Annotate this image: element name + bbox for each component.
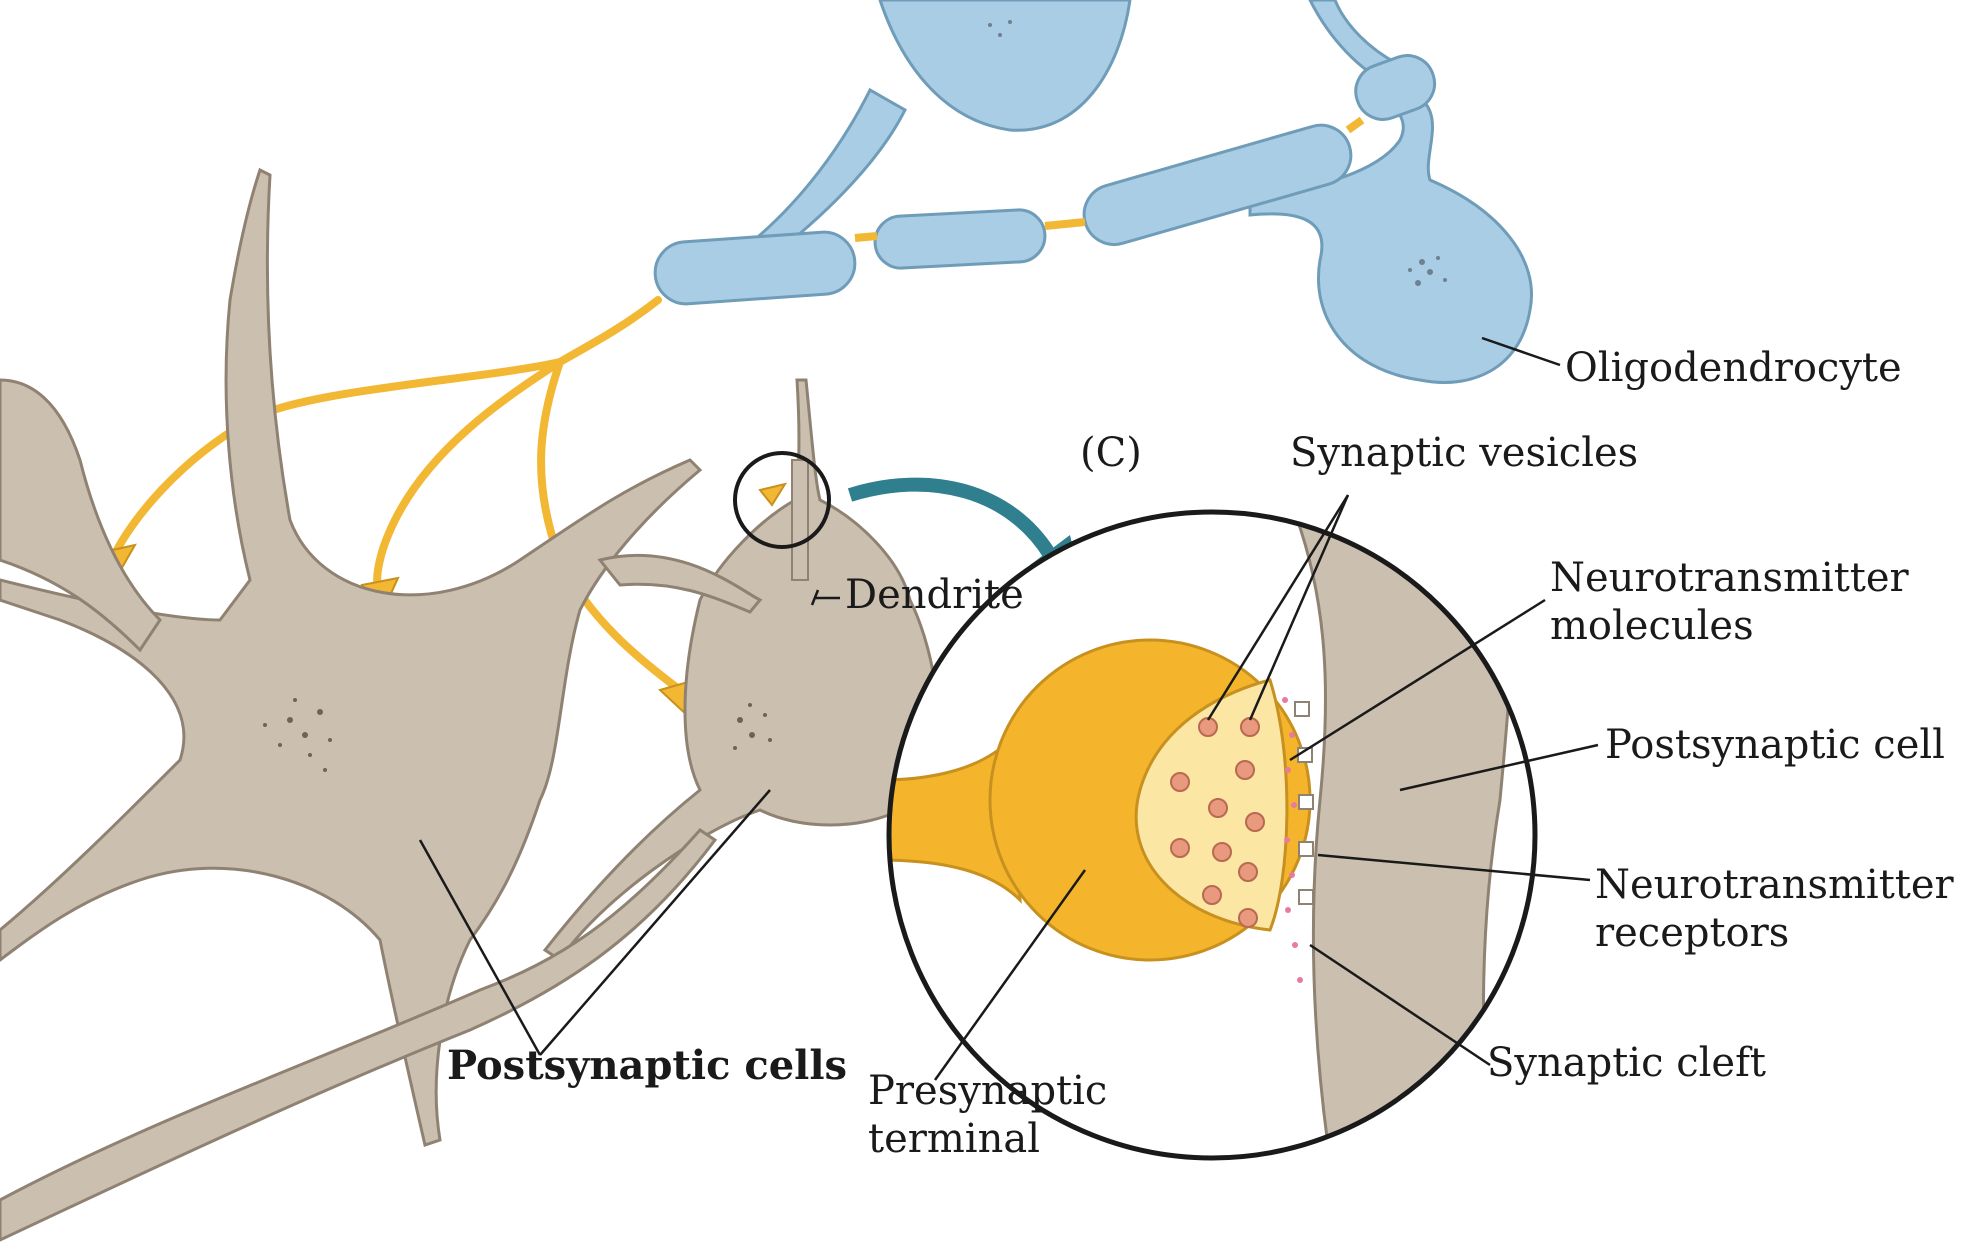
label-neurotransmitter-molecules-line2: molecules (1550, 603, 1754, 649)
label-synaptic-cleft: Synaptic cleft (1487, 1040, 1766, 1086)
label-dendrite: Dendrite (845, 572, 1024, 618)
postsynaptic-cell-shape (1290, 500, 1512, 1160)
label-oligodendrocyte: Oligodendrocyte (1565, 345, 1902, 391)
label-presynaptic-terminal-line1: Presynaptic (868, 1068, 1107, 1114)
oligodendrocyte (653, 0, 1531, 382)
label-neurotransmitter-receptors-line2: receptors (1595, 910, 1789, 956)
label-synaptic-vesicles: Synaptic vesicles (1290, 430, 1638, 476)
panel-letter: (C) (1080, 430, 1142, 476)
label-postsynaptic-cell: Postsynaptic cell (1605, 722, 1945, 768)
label-postsynaptic-cells: Postsynaptic cells (447, 1043, 847, 1089)
label-neurotransmitter-receptors-line1: Neurotransmitter (1595, 862, 1954, 908)
label-presynaptic-terminal-line2: terminal (868, 1116, 1040, 1162)
label-neurotransmitter-molecules-line1: Neurotransmitter (1550, 555, 1909, 601)
